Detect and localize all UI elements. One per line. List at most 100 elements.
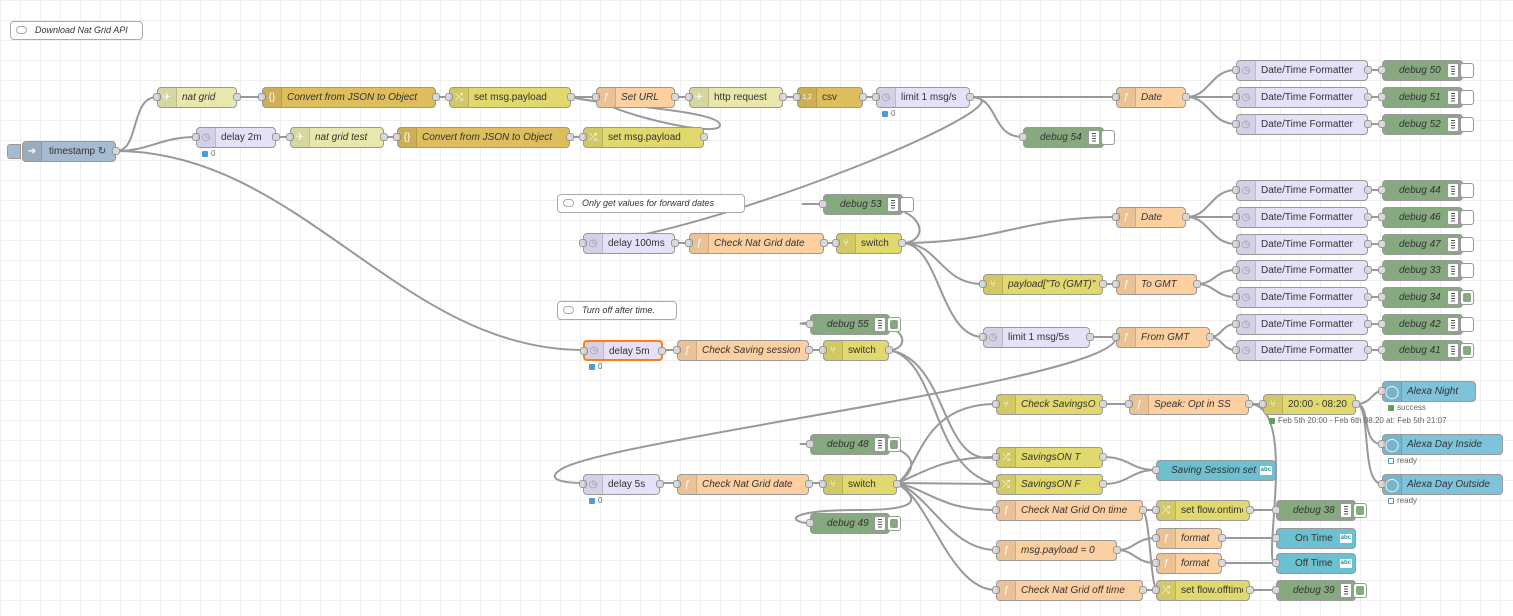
change-node-set-flow-offtime[interactable]: ⤮ set flow.offtime [1152, 580, 1254, 601]
input-port[interactable] [673, 480, 681, 488]
date-time-formatter-7[interactable]: ◷ Date/Time Formatter [1232, 260, 1372, 281]
input-port[interactable] [1232, 346, 1240, 354]
output-port[interactable] [658, 347, 666, 355]
output-port[interactable] [1364, 120, 1372, 128]
switch-node-1[interactable]: ⑂ switch [832, 233, 906, 254]
output-port[interactable] [1182, 213, 1190, 221]
input-port[interactable] [806, 519, 814, 527]
change-node-set-payload-2[interactable]: ⤮ set msg.payload [579, 127, 708, 148]
input-port[interactable] [819, 200, 827, 208]
switch-node-2[interactable]: ⑂ switch [819, 340, 893, 361]
output-port[interactable] [432, 93, 440, 101]
debug-node-48[interactable]: debug 48 [806, 434, 901, 455]
input-port[interactable] [793, 93, 801, 101]
input-port[interactable] [685, 239, 693, 247]
delay-node-limit-5s[interactable]: ◷ limit 1 msg/5s [979, 327, 1094, 348]
output-port[interactable] [1246, 586, 1254, 594]
date-time-formatter-9[interactable]: ◷ Date/Time Formatter [1232, 314, 1372, 335]
function-node-format-1[interactable]: ƒ format [1152, 528, 1226, 549]
input-port[interactable] [1232, 213, 1240, 221]
input-port[interactable] [1378, 440, 1386, 448]
input-port[interactable] [872, 93, 880, 101]
input-port[interactable] [1112, 280, 1120, 288]
input-port[interactable] [1232, 240, 1240, 248]
function-node-date-1[interactable]: ƒ Date [1112, 87, 1190, 108]
http-node-nat-grid-test[interactable]: ✈ nat grid test [286, 127, 388, 148]
input-port[interactable] [579, 239, 587, 247]
output-port[interactable] [885, 346, 893, 354]
input-port[interactable] [592, 93, 600, 101]
input-port[interactable] [1232, 266, 1240, 274]
debug-toggle-button[interactable] [1460, 263, 1474, 278]
alexa-node-night[interactable]: ◯ Alexa Night [1378, 381, 1476, 402]
output-port[interactable] [805, 480, 813, 488]
input-port[interactable] [1272, 586, 1280, 594]
inject-trigger-button[interactable] [7, 144, 21, 159]
http-request-node[interactable]: ✈ http request [685, 87, 787, 108]
input-port[interactable] [1272, 559, 1280, 567]
debug-toggle-button[interactable] [1460, 237, 1474, 252]
debug-node-51[interactable]: debug 51 [1378, 87, 1474, 108]
output-port[interactable] [893, 480, 901, 488]
comment-title[interactable]: Download Nat Grid API [10, 21, 143, 40]
input-port[interactable] [1152, 534, 1160, 542]
output-port[interactable] [1246, 506, 1254, 514]
input-port[interactable] [1378, 93, 1386, 101]
output-port[interactable] [1139, 506, 1147, 514]
input-port[interactable] [1378, 266, 1386, 274]
input-port[interactable] [1152, 559, 1160, 567]
input-port[interactable] [192, 133, 200, 141]
output-port[interactable] [1099, 453, 1107, 461]
output-port[interactable] [1218, 559, 1226, 567]
debug-toggle-button[interactable] [1460, 290, 1474, 305]
debug-node-55[interactable]: debug 55 [806, 314, 901, 335]
output-port[interactable] [820, 239, 828, 247]
input-port[interactable] [1378, 213, 1386, 221]
output-port[interactable] [700, 133, 708, 141]
input-port[interactable] [1378, 120, 1386, 128]
date-time-formatter-4[interactable]: ◷ Date/Time Formatter [1232, 180, 1372, 201]
date-time-formatter-8[interactable]: ◷ Date/Time Formatter [1232, 287, 1372, 308]
input-port[interactable] [1152, 466, 1160, 474]
input-port[interactable] [1232, 293, 1240, 301]
debug-toggle-button[interactable] [887, 516, 901, 531]
change-node-set-flow-ontime[interactable]: ⤮ set flow.ontime [1152, 500, 1254, 521]
function-node-payload-zero[interactable]: ƒ msg.payload = 0 [992, 540, 1121, 561]
alexa-node-day-inside[interactable]: ◯ Alexa Day Inside [1378, 434, 1503, 455]
output-port[interactable] [1352, 400, 1360, 408]
date-time-formatter-10[interactable]: ◷ Date/Time Formatter [1232, 340, 1372, 361]
debug-node-41[interactable]: debug 41 [1378, 340, 1474, 361]
debug-toggle-button[interactable] [900, 197, 914, 212]
json-node-convert-1[interactable]: {} Convert from JSON to Object [258, 87, 440, 108]
debug-toggle-button[interactable] [1101, 130, 1115, 145]
debug-node-49[interactable]: debug 49 [806, 513, 901, 534]
inject-node-timestamp[interactable]: ➔ timestamp ↻ [7, 141, 120, 162]
debug-toggle-button[interactable] [1353, 503, 1367, 518]
output-port[interactable] [656, 480, 664, 488]
output-port[interactable] [1364, 346, 1372, 354]
change-node-savingson-f[interactable]: ⤮ SavingsON F [992, 474, 1107, 495]
input-port[interactable] [1378, 320, 1386, 328]
debug-toggle-button[interactable] [1460, 90, 1474, 105]
input-port[interactable] [832, 239, 840, 247]
output-port[interactable] [1364, 240, 1372, 248]
input-port[interactable] [393, 133, 401, 141]
input-port[interactable] [1259, 400, 1267, 408]
debug-node-47[interactable]: debug 47 [1378, 234, 1474, 255]
input-port[interactable] [1378, 480, 1386, 488]
switch-node-payload-gmt[interactable]: ⑂ payload["To (GMT)" [979, 274, 1107, 295]
input-port[interactable] [1378, 293, 1386, 301]
output-port[interactable] [1086, 333, 1094, 341]
input-port[interactable] [1232, 186, 1240, 194]
input-port[interactable] [1152, 506, 1160, 514]
debug-toggle-button[interactable] [887, 437, 901, 452]
input-port[interactable] [1272, 506, 1280, 514]
input-port[interactable] [1232, 120, 1240, 128]
input-port[interactable] [1232, 66, 1240, 74]
input-port[interactable] [685, 93, 693, 101]
comment-forward-dates[interactable]: Only get values for forward dates [557, 194, 745, 213]
input-port[interactable] [1152, 586, 1160, 594]
input-port[interactable] [979, 333, 987, 341]
date-time-formatter-2[interactable]: ◷ Date/Time Formatter [1232, 87, 1372, 108]
input-port[interactable] [579, 480, 587, 488]
